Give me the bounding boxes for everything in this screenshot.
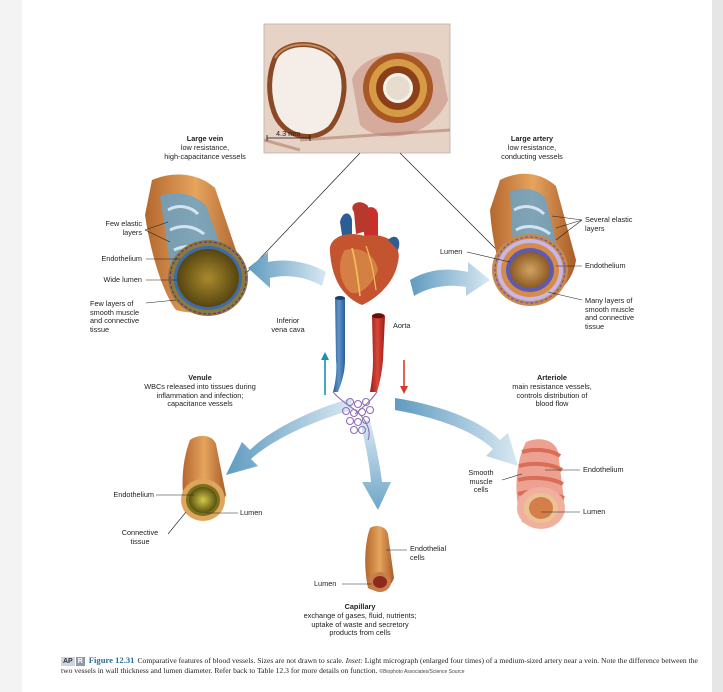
caption-text-1: Comparative features of blood vessels. S… (137, 656, 345, 665)
label-few-elastic-layers: Few elastic layers (70, 220, 142, 237)
image-credit: ©Biophoto Associates/Science Source (379, 669, 464, 675)
large-vein-description: low resistance, high-capacitance vessels (145, 144, 265, 161)
arteriole-illustration (516, 439, 565, 529)
label-arteriole-lumen: Lumen (583, 508, 605, 517)
label-arteriole-endothelium: Endothelium (583, 466, 624, 475)
label-artery-endothelium: Endothelium (585, 262, 626, 271)
label-smooth-muscle-cells: Smooth muscle cells (460, 469, 502, 495)
ap-badge[interactable]: AP (61, 657, 75, 666)
large-artery-illustration (490, 174, 576, 306)
label-several-elastic-layers: Several elastic layers (585, 216, 632, 233)
label-venule-lumen: Lumen (240, 509, 262, 518)
figure-number: Figure 12.31 (89, 655, 135, 665)
label-wide-lumen: Wide lumen (70, 276, 142, 285)
scale-bar-label: 4.3 mm (276, 130, 300, 139)
r-badge[interactable]: R (76, 657, 85, 666)
capillary-description: exchange of gases, fluid, nutrients; upt… (275, 612, 445, 638)
label-aorta: Aorta (393, 322, 410, 331)
label-few-smooth-muscle-layers: Few layers of smooth muscle and connecti… (90, 300, 150, 334)
venule-illustration (181, 436, 226, 521)
venule-description: WBCs released into tissues during inflam… (115, 383, 285, 409)
caption-inset-label: Inset: (346, 656, 363, 665)
arteriole-description: main resistance vessels, controls distri… (487, 383, 617, 409)
label-capillary-lumen: Lumen (314, 580, 336, 589)
label-inferior-vena-cava: Inferior vena cava (258, 317, 318, 334)
label-endothelial-cells: Endothelial cells (410, 545, 446, 562)
large-artery-description: low resistance, conducting vessels (472, 144, 592, 161)
label-vein-endothelium: Endothelium (70, 255, 142, 264)
label-venule-endothelium: Endothelium (80, 491, 154, 500)
label-artery-lumen: Lumen (440, 248, 462, 257)
capillary-illustration (365, 526, 394, 592)
label-connective-tissue: Connective tissue (110, 529, 170, 546)
label-many-smooth-muscle-layers: Many layers of smooth muscle and connect… (585, 297, 634, 331)
large-vein-illustration (145, 174, 248, 316)
